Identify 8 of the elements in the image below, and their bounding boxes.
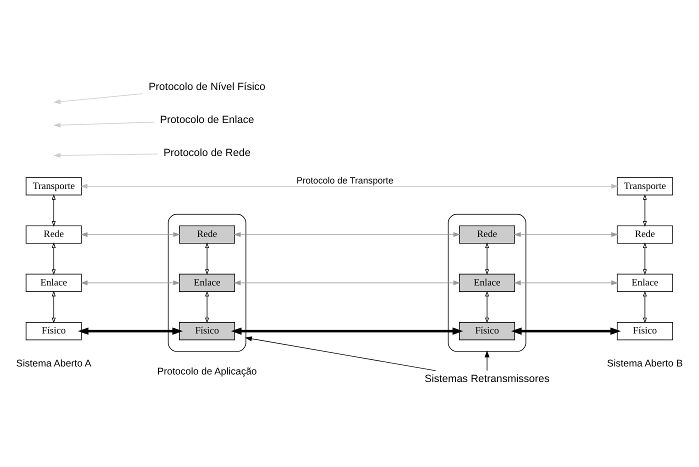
node-text: Sistemas Retransmissores <box>424 372 550 385</box>
edge-label: Protocolo de Transporte <box>296 176 394 186</box>
node-text: Protocolo de Rede <box>164 146 251 159</box>
label: Sistema Aberto B <box>607 358 683 370</box>
label: Protocolo de Aplicação <box>157 366 257 378</box>
label: Sistema Aberto A <box>16 358 92 370</box>
node-text: Protocolo de Nível Físico <box>148 81 266 93</box>
node-text: Protocolo de Enlace <box>160 114 254 126</box>
